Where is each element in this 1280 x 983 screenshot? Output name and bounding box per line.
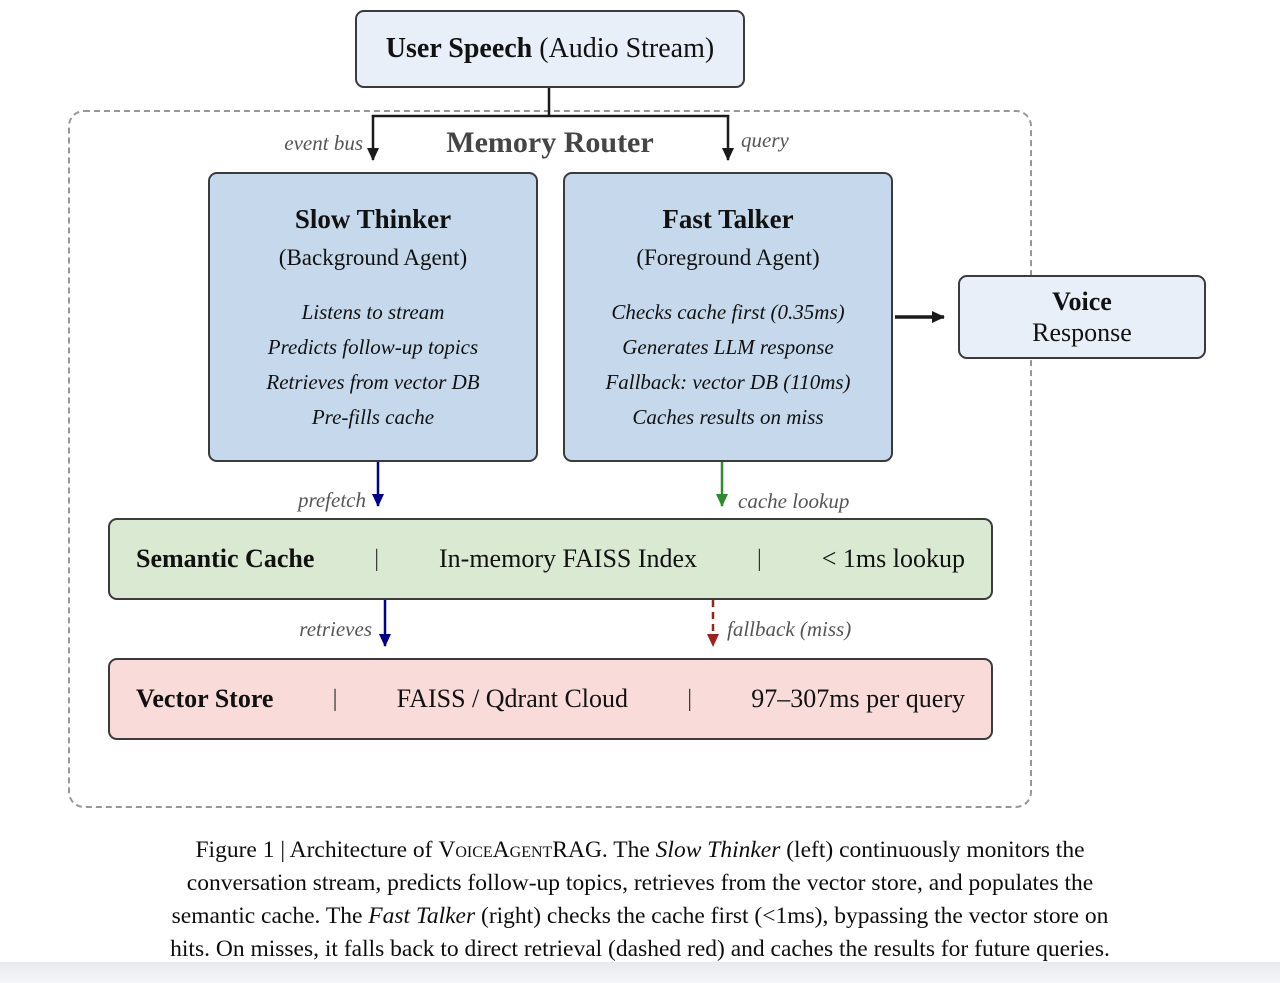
vector-store-latency: 97–307ms per query <box>751 684 965 713</box>
slow-thinker-node: Slow Thinker (Background Agent) Listens … <box>208 172 538 462</box>
page-edge-strip <box>0 962 1280 983</box>
semantic-cache-latency: < 1ms lookup <box>821 544 965 573</box>
semantic-cache-title: Semantic Cache <box>136 544 315 573</box>
edge-label-query: query <box>741 128 789 152</box>
slow-thinker-items: Listens to stream Predicts follow-up top… <box>266 295 479 435</box>
figure-caption: Figure 1 | Architecture of VoiceAgentRAG… <box>40 834 1240 966</box>
caption-line: semantic cache. The Fast Talker (right) … <box>171 903 1109 929</box>
user-speech-node: User Speech (Audio Stream) <box>355 10 745 88</box>
fast-talker-title: Fast Talker <box>662 204 794 234</box>
separator-pipe: | <box>687 685 693 712</box>
caption-line: Figure 1 | Architecture of VoiceAgentRAG… <box>195 837 1085 863</box>
semantic-cache-node: Semantic Cache | In-memory FAISS Index |… <box>108 518 993 600</box>
vector-store-node: Vector Store | FAISS / Qdrant Cloud | 97… <box>108 658 993 740</box>
caption-line: conversation stream, predicts follow-up … <box>186 870 1094 896</box>
separator-pipe: | <box>374 545 380 572</box>
vector-store-title: Vector Store <box>136 684 274 713</box>
separator-pipe: | <box>756 545 762 572</box>
slow-thinker-item: Pre-fills cache <box>311 405 435 429</box>
separator-pipe: | <box>332 685 338 712</box>
edge-label-event-bus: event bus <box>284 131 363 155</box>
edge-label-cache-lookup: cache lookup <box>738 489 850 513</box>
edge-label-prefetch: prefetch <box>297 488 366 512</box>
fast-talker-items: Checks cache first (0.35ms) Generates LL… <box>605 295 850 435</box>
fast-talker-item: Generates LLM response <box>622 335 834 359</box>
fast-talker-subtitle: (Foreground Agent) <box>636 245 820 270</box>
fast-talker-item: Fallback: vector DB (110ms) <box>605 370 851 394</box>
semantic-cache-tech: In-memory FAISS Index <box>439 544 698 573</box>
vector-store-tech: FAISS / Qdrant Cloud <box>396 684 629 713</box>
slow-thinker-title: Slow Thinker <box>294 204 452 234</box>
slow-thinker-item: Listens to stream <box>301 300 445 324</box>
fast-talker-item: Caches results on miss <box>632 405 824 429</box>
slow-thinker-item: Retrieves from vector DB <box>266 370 480 394</box>
memory-router-label: Memory Router <box>446 126 654 159</box>
voice-response-node: Voice Response <box>958 275 1206 359</box>
user-speech-subtitle: (Audio Stream) <box>532 33 715 64</box>
voice-response-line1: Voice <box>1052 286 1112 317</box>
user-speech-label: User Speech (Audio Stream) <box>386 33 714 65</box>
fast-talker-item: Checks cache first (0.35ms) <box>611 300 845 324</box>
user-speech-title: User Speech <box>385 33 533 64</box>
caption-line: hits. On misses, it falls back to direct… <box>170 936 1110 962</box>
fast-talker-node: Fast Talker (Foreground Agent) Checks ca… <box>563 172 893 462</box>
voice-response-line2: Response <box>1032 318 1132 347</box>
voice-response-title: Voice <box>1052 287 1112 316</box>
slow-thinker-subtitle: (Background Agent) <box>278 245 468 270</box>
slow-thinker-item: Predicts follow-up topics <box>267 335 479 359</box>
edge-label-retrieves: retrieves <box>299 617 372 641</box>
edge-label-fallback-miss: fallback (miss) <box>727 617 852 641</box>
